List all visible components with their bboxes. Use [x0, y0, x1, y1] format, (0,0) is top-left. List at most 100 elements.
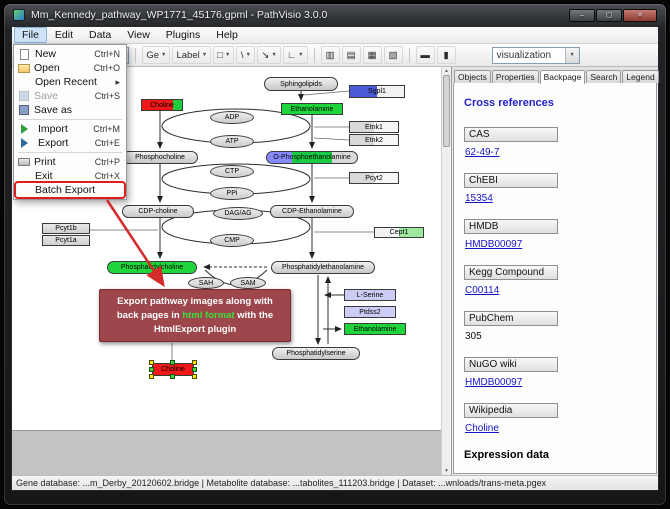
scroll-up-icon[interactable]: ▲	[444, 68, 449, 74]
node-adp[interactable]: ADP	[210, 111, 254, 124]
canvas-background	[12, 430, 441, 475]
tab-legend[interactable]: Legend	[622, 70, 659, 83]
icon-glyph: ▤	[346, 49, 356, 61]
node-cdp-choline[interactable]: CDP-choline	[122, 205, 194, 218]
reference-link[interactable]: 15354	[465, 193, 493, 204]
node-phosphatidylethanolamine[interactable]: Phosphatidylethanolamine	[271, 261, 375, 274]
line-tool[interactable]: \▼	[236, 46, 256, 64]
node-ctp[interactable]: CTP	[210, 165, 254, 178]
tab-properties[interactable]: Properties	[491, 70, 539, 83]
node-pcyt1a[interactable]: Pcyt1a	[42, 235, 90, 246]
node-pcyt2[interactable]: Pcyt2	[349, 172, 399, 184]
tab-search[interactable]: Search	[586, 70, 622, 83]
chevron-down-icon[interactable]: ▼	[564, 47, 579, 63]
node-label: ADP	[224, 114, 240, 121]
common-height-icon[interactable]: ▮	[436, 46, 456, 64]
node-pcyt1b[interactable]: Pcyt1b	[42, 223, 90, 234]
visualization-combobox[interactable]: visualization ▼	[491, 46, 580, 64]
selection-handle[interactable]	[149, 360, 154, 365]
blank-icon	[18, 77, 31, 88]
node-cdp-ethanolamine[interactable]: CDP-Ethanolamine	[270, 205, 354, 218]
node-sam[interactable]: SAM	[230, 277, 266, 289]
selection-handle[interactable]	[149, 374, 154, 379]
menu-help[interactable]: Help	[216, 29, 238, 41]
menu-edit[interactable]: Edit	[54, 29, 74, 41]
selection-handle[interactable]	[170, 374, 175, 379]
maximize-button[interactable]: ▢	[596, 8, 622, 22]
tab-objects[interactable]: Objects	[454, 70, 491, 83]
menu-plugins[interactable]: Plugins	[165, 29, 201, 41]
common-width-icon[interactable]: ▬	[415, 46, 435, 64]
reference-link[interactable]: 62-49-7	[465, 147, 500, 158]
node-phosphocholine[interactable]: Phosphocholine	[122, 151, 198, 164]
file-menu-item-save-as[interactable]: Save as	[16, 103, 124, 117]
node-choline[interactable]: Choline	[149, 360, 197, 379]
node-sgpl1[interactable]: Sgpl1	[349, 85, 405, 98]
node-label: ATP	[225, 138, 239, 145]
menu-view[interactable]: View	[127, 29, 150, 41]
reference-link[interactable]: HMDB00097	[465, 377, 523, 388]
gene-product-tool[interactable]: Ge▼	[142, 46, 171, 64]
tab-backpage[interactable]: Backpage	[539, 70, 586, 84]
submenu-arrow-icon: ▸	[115, 76, 120, 87]
node-choline[interactable]: Choline	[141, 99, 183, 111]
node-ppi[interactable]: PPi	[210, 187, 254, 200]
menu-data[interactable]: Data	[89, 29, 112, 41]
menu-file[interactable]: File	[14, 27, 47, 43]
node-sphingolipids[interactable]: Sphingolipids	[264, 77, 338, 91]
node-o-phosphoethanolamine[interactable]: O-Phosphoethanolamine	[266, 151, 358, 164]
menu-item-shortcut: Ctrl+P	[94, 157, 120, 167]
node-label: Phosphocholine	[135, 154, 185, 161]
align-left-icon[interactable]: ▦	[362, 46, 382, 64]
node-l-serine[interactable]: L-Serine	[344, 289, 396, 301]
menu-item-shortcut: Ctrl+M	[93, 124, 120, 134]
file-menu-item-open-recent[interactable]: Open Recent▸	[16, 75, 124, 89]
selection-handle[interactable]	[192, 360, 197, 365]
vertical-scrollbar[interactable]: ▲ ▼	[441, 67, 451, 475]
menu-item-shortcut: Ctrl+N	[94, 49, 120, 59]
selection-handle[interactable]	[192, 374, 197, 379]
node-sah[interactable]: SAH	[188, 277, 224, 289]
node-atp[interactable]: ATP	[210, 135, 254, 148]
node-cmp[interactable]: CMP	[210, 234, 254, 247]
node-dag-ag[interactable]: DAG/AG	[213, 207, 263, 220]
node-phosphatidylserine[interactable]: Phosphatidylserine	[272, 347, 360, 360]
reference-link[interactable]: C00114	[465, 285, 500, 296]
scroll-down-icon[interactable]: ▼	[444, 468, 449, 474]
scrollbar-thumb[interactable]	[443, 75, 450, 147]
selection-handle[interactable]	[149, 366, 154, 372]
file-menu-item-batch-export[interactable]: Batch Export	[14, 181, 126, 199]
selection-handle[interactable]	[192, 366, 197, 372]
label-tool[interactable]: Label▼	[172, 46, 212, 64]
minimize-button[interactable]: –	[569, 8, 595, 22]
reference-link[interactable]: HMDB00097	[465, 239, 523, 250]
align-center-y-icon[interactable]: ▤	[341, 46, 361, 64]
shape-tool[interactable]: □▼	[213, 46, 235, 64]
align-top-icon[interactable]: ▧	[383, 46, 403, 64]
close-button[interactable]: ✕	[623, 8, 657, 22]
node-ethanolamine[interactable]: Ethanolamine	[281, 103, 343, 115]
reference-link[interactable]: Choline	[465, 423, 499, 434]
elbow-connector-tool[interactable]: ∟▼	[282, 46, 308, 64]
node-phosphatidylcholine[interactable]: Phosphatidylcholine	[107, 261, 197, 274]
node-ethanolamine[interactable]: Ethanolamine	[344, 323, 406, 335]
menu-item-shortcut: Ctrl+X	[94, 171, 120, 181]
node-etnk2[interactable]: Etnk2	[349, 134, 399, 146]
node-ptdss2[interactable]: Ptdss2	[344, 306, 396, 318]
arrow-tool[interactable]: ↘▼	[257, 46, 281, 64]
align-center-x-icon[interactable]: ▥	[320, 46, 340, 64]
node-label: Pcyt1b	[55, 225, 77, 232]
selection-handle[interactable]	[170, 360, 175, 365]
node-cept1[interactable]: Cept1	[374, 227, 424, 238]
node-etnk1[interactable]: Etnk1	[349, 121, 399, 133]
titlebar[interactable]: Mm_Kennedy_pathway_WP1771_45176.gpml - P…	[11, 4, 659, 26]
